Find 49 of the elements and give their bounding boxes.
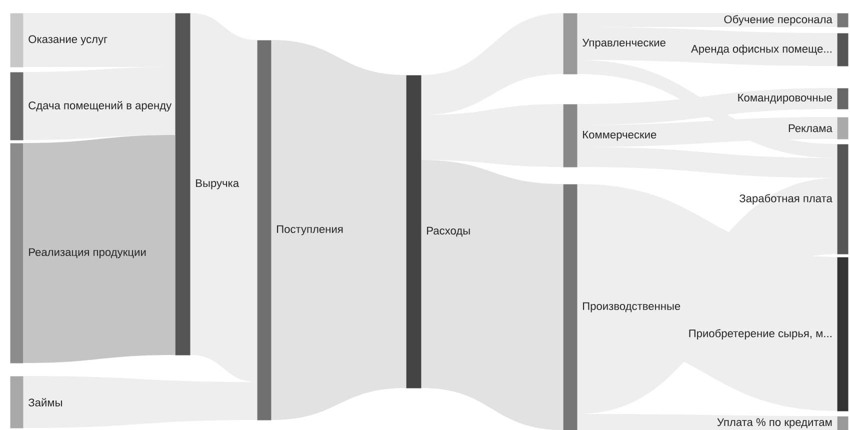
node-label: Выручка [196, 179, 240, 190]
flow-band [578, 13, 837, 27]
node-label: Производственные [583, 302, 680, 312]
sankey-bar [10, 376, 24, 428]
node-label: Реализация продукции [29, 248, 146, 258]
sankey-bar [10, 143, 24, 364]
flow-band [24, 135, 175, 363]
flow-band [24, 67, 175, 140]
flow-band [578, 117, 837, 147]
sankey-bar [563, 104, 578, 168]
flow-band [578, 88, 837, 125]
node-label: Поступления [277, 225, 343, 236]
sankey-bar [837, 13, 848, 28]
flow-band [422, 13, 563, 115]
node-label: Командировочные [738, 94, 832, 104]
sankey-bar [837, 33, 848, 66]
node-label: Займы [28, 398, 62, 406]
sankey-bar [10, 72, 24, 140]
node-label: Обучение персонала [724, 15, 832, 26]
sankey-bar [837, 416, 848, 430]
node-label: Управленческие [582, 38, 666, 49]
sankey-bar [563, 13, 578, 74]
flow-band [578, 147, 837, 178]
node-label: Заработная плата [740, 194, 832, 204]
sankey-bar [175, 13, 190, 356]
sankey-bar [10, 13, 24, 68]
node-label: Расходы [427, 226, 470, 237]
flow-band [24, 13, 175, 67]
node-label: Уплата % по кредитам [717, 418, 832, 428]
sankey-bar [406, 75, 422, 388]
node-label: Сдача помещений в аренду [28, 101, 172, 112]
node-label: Оказание услуг [28, 35, 108, 46]
flow-band [578, 414, 837, 430]
flow-band [422, 160, 563, 430]
sankey-bar [837, 144, 848, 254]
node-label: Реклама [788, 124, 832, 132]
sankey-bar [257, 40, 272, 420]
sankey-bar [563, 184, 578, 430]
flow-band [190, 13, 257, 382]
flow-band [422, 104, 563, 167]
node-label: Коммерческие [583, 130, 656, 141]
flow-band [578, 27, 837, 66]
sankey-bar [837, 88, 848, 110]
node-label: Аренда офисных помеще... [691, 44, 832, 55]
sankey-bar [837, 257, 848, 412]
flow-band [272, 40, 406, 420]
node-label: Приобретерение сырья, м... [689, 329, 832, 340]
flow-band [24, 376, 257, 428]
sankey-bar [837, 117, 848, 140]
